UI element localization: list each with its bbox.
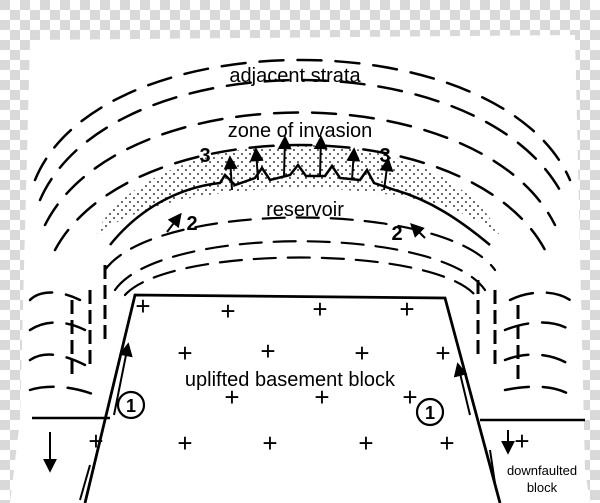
svg-text:1: 1 [425,403,435,423]
svg-text:+: + [135,291,150,321]
svg-text:+: + [354,338,369,368]
svg-text:+: + [402,382,417,412]
svg-text:+: + [262,428,277,458]
svg-text:+: + [399,294,414,324]
svg-text:+: + [358,428,373,458]
label-adjacent-strata: adjacent strata [229,65,361,87]
svg-text:+: + [88,426,103,456]
flank-fractures [70,265,520,385]
stage-marker-1-left: 1 [116,390,146,420]
stage-marker-2-left: 2 [186,213,197,235]
stage-marker-3-right: 3 [379,145,390,167]
fault-slip-arrows [43,342,515,501]
label-downfaulted-block-line1: downfaulted [507,463,577,478]
svg-text:+: + [514,426,529,456]
stage-marker-1-right: 1 [415,397,445,427]
reservoir-top-boundary [109,162,491,246]
label-uplifted-basement-block: uplifted basement block [185,369,396,391]
label-downfaulted-block-line2: block [527,480,558,495]
label-zone-of-invasion: zone of invasion [228,120,373,142]
label-reservoir: reservoir [266,199,344,221]
svg-text:+: + [260,336,275,366]
reservoir-strata-dashes [103,216,497,297]
svg-text:+: + [314,382,329,412]
zone-of-invasion-band [95,144,500,235]
svg-text:+: + [177,338,192,368]
fault-baselines [32,416,585,422]
svg-text:+: + [177,428,192,458]
uplifted-basement-block [83,293,502,503]
svg-text:+: + [312,294,327,324]
stage-marker-3-left: 3 [199,145,210,167]
stage-marker-2-right: 2 [391,223,402,245]
svg-text:+: + [435,338,450,368]
drawing-area [10,35,590,503]
svg-text:1: 1 [126,396,136,416]
svg-text:+: + [220,296,235,326]
migration-arrows [166,135,426,239]
adjacent-strata-dashes [28,58,572,397]
svg-text:+: + [224,382,239,412]
basement-plus-marks: + + + + + + + + + + + + + + + + + [88,291,529,458]
svg-text:+: + [439,428,454,458]
